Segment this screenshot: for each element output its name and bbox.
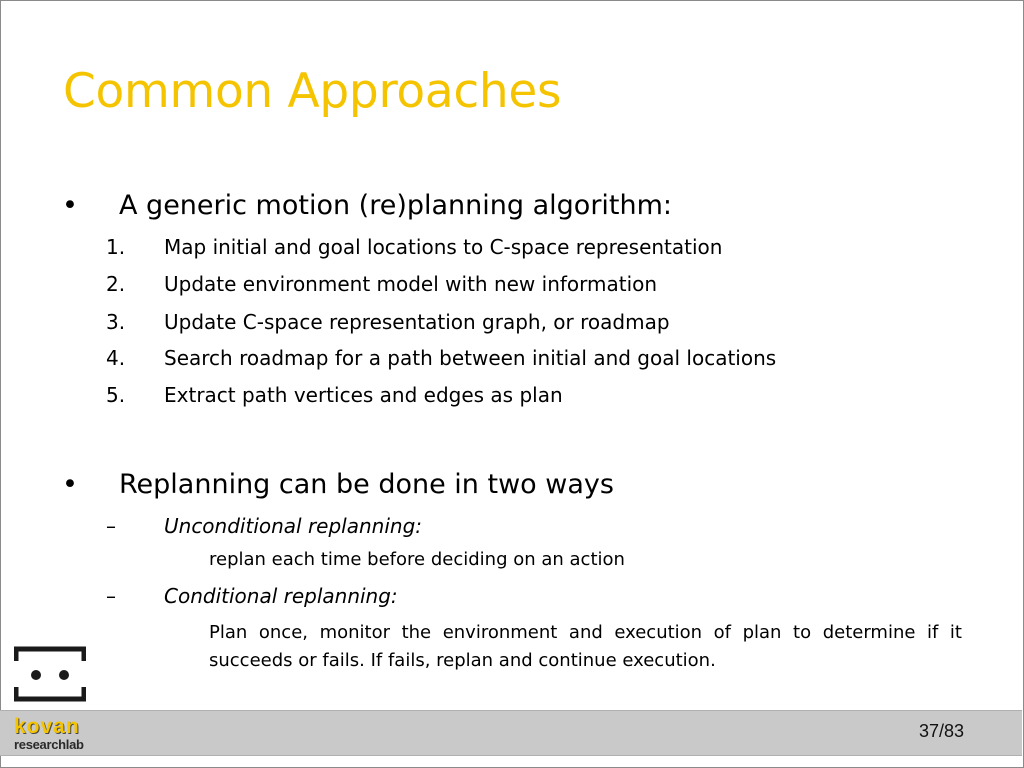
step-number: 5. — [106, 383, 126, 407]
sub-item-label: Unconditional replanning: — [164, 514, 423, 538]
dash-marker: – — [106, 514, 116, 538]
logo-wordmark-bottom: researchlab — [14, 737, 84, 752]
bracket-face-icon — [14, 646, 86, 702]
step-text: Update C-space representation graph, or … — [164, 310, 670, 334]
step-number: 4. — [106, 346, 126, 370]
step-number: 1. — [106, 235, 126, 259]
page-number: 37/83 — [918, 721, 964, 741]
slide-title: Common Approaches — [63, 64, 562, 119]
step-number: 3. — [106, 310, 126, 334]
sub-item-detail: replan each time before deciding on an a… — [209, 549, 625, 570]
logo-wordmark-top: kovan — [14, 715, 80, 738]
step-number: 2. — [106, 272, 126, 296]
bullet-text: A generic motion (re)planning algorithm: — [119, 190, 673, 221]
bullet-marker: • — [62, 190, 78, 221]
sub-item-detail: Plan once, monitor the environment and e… — [209, 622, 962, 671]
kovan-logo: kovan researchlab — [14, 716, 88, 751]
sub-item-label: Conditional replanning: — [164, 584, 398, 608]
bullet-text: Replanning can be done in two ways — [119, 469, 614, 500]
step-text: Map initial and goal locations to C-spac… — [164, 235, 723, 259]
dash-marker: – — [106, 584, 116, 608]
step-text: Search roadmap for a path between initia… — [164, 346, 777, 370]
footer-bar — [0, 710, 1022, 756]
bullet-marker: • — [62, 469, 78, 500]
step-text: Extract path vertices and edges as plan — [164, 383, 563, 407]
step-text: Update environment model with new inform… — [164, 272, 658, 296]
